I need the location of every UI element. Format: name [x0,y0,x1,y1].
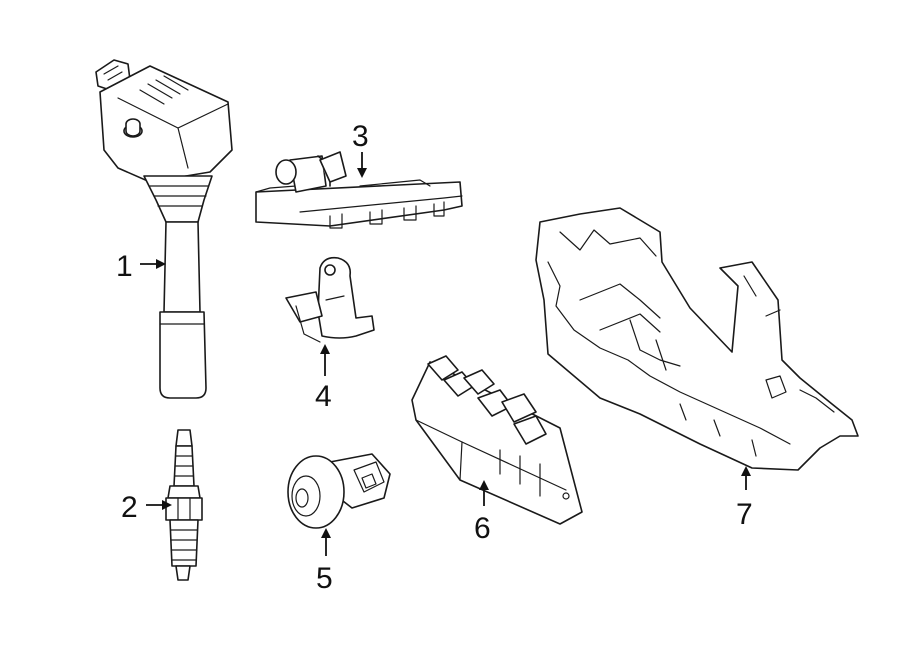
fuse-box-bracket [535,207,859,471]
callout-label-6: 6 [474,512,491,545]
camshaft-position-sensor [255,151,463,229]
knock-sensor [287,453,391,529]
callout-3: 3 [352,120,369,178]
ignition-coil [95,59,233,399]
callout-label-2: 2 [121,491,138,524]
callout-4: 4 [315,344,332,413]
crankshaft-position-sensor [285,256,375,343]
callout-2: 2 [121,491,172,524]
callout-label-3: 3 [352,120,369,153]
callout-6: 6 [474,480,491,545]
callout-label-4: 4 [315,380,332,413]
callout-1: 1 [116,250,166,283]
callout-5: 5 [316,528,333,595]
fuse-relay-box [411,355,583,525]
callout-label-1: 1 [116,250,133,283]
callout-7: 7 [736,466,753,531]
callout-label-7: 7 [736,498,753,531]
callout-label-5: 5 [316,562,333,595]
spark-plug [165,429,203,581]
